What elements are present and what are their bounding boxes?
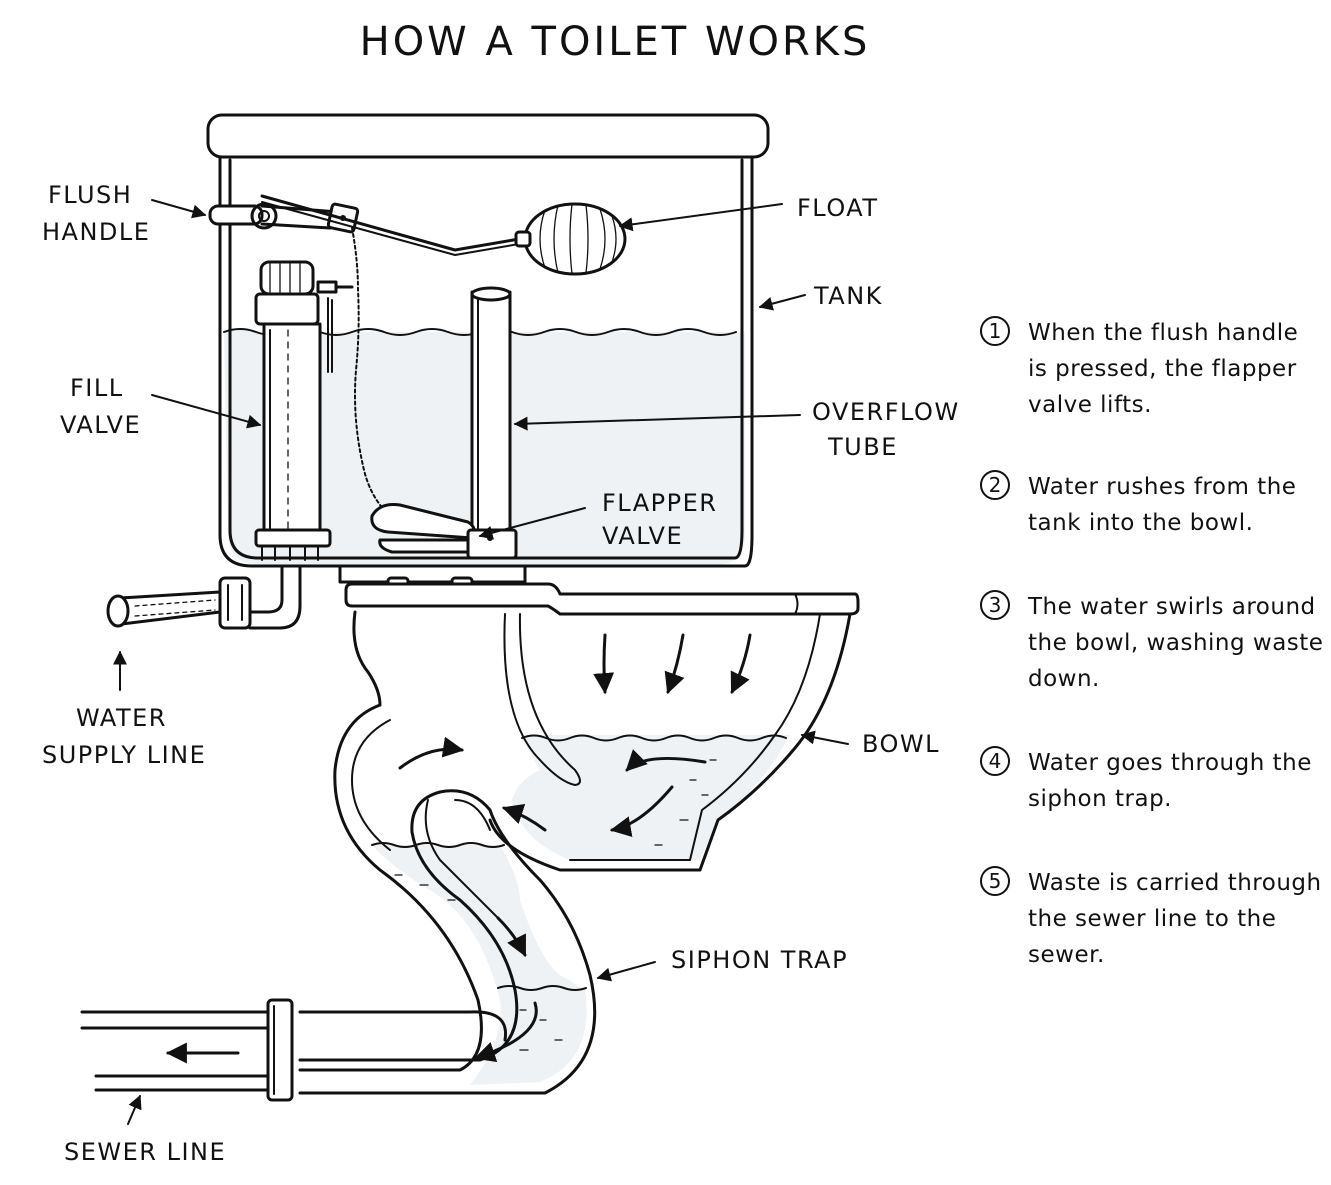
water-supply-line (106, 564, 302, 630)
label-tank: TANK (813, 282, 883, 310)
lift-chain (351, 227, 387, 513)
label-fill-valve-2: VALVE (60, 411, 141, 439)
label-water-supply-1: WATER (76, 704, 167, 732)
step-number-circle (980, 866, 1010, 896)
label-fill-valve-1: FILL (70, 374, 124, 402)
float-arm (260, 194, 527, 252)
label-float: FLOAT (797, 194, 879, 222)
step-number-circle (980, 746, 1010, 776)
step-number-circle (980, 470, 1010, 500)
label-flapper-valve-2: VALVE (602, 522, 683, 550)
fill-valve (254, 260, 354, 561)
step-number-circle (980, 316, 1010, 346)
overflow-tube (470, 286, 512, 542)
step-text-line: down. (1028, 666, 1100, 692)
step-text-line: the bowl, washing waste (1028, 630, 1323, 656)
label-overflow-tube-2: TUBE (827, 433, 898, 461)
steps-list: 1 When the flush handle is pressed, the fl… (980, 316, 1323, 968)
step-item: 2 Water rushes from the tank into the bowl… (980, 470, 1296, 536)
step-text-line: tank into the bowl. (1028, 510, 1253, 536)
step-text-line: is pressed, the flapper (1028, 356, 1297, 382)
step-item: 3 The water swirls around the bowl, washin… (980, 590, 1323, 692)
float-assembly (260, 194, 627, 276)
flow-arrows (165, 633, 752, 1064)
label-bowl: BOWL (862, 730, 940, 758)
step-text-line: valve lifts. (1028, 392, 1152, 418)
trip-lever (260, 204, 340, 214)
step-text-line: Water rushes from the (1028, 474, 1296, 500)
step-text-line: siphon trap. (1028, 786, 1172, 812)
tank-lid (206, 113, 770, 159)
step-number: 4 (989, 749, 1002, 773)
step-number: 5 (989, 869, 1002, 893)
page-title: HOW A TOILET WORKS (360, 19, 871, 65)
step-text-line: Water goes through the (1028, 750, 1312, 776)
step-text-line: the sewer line to the (1028, 906, 1276, 932)
step-number-circle (980, 590, 1010, 620)
label-sewer-line: SEWER LINE (64, 1138, 226, 1166)
label-overflow-tube-1: OVERFLOW (812, 398, 960, 426)
step-item: 5 Waste is carried through the sewer line … (980, 866, 1322, 968)
siphon-trap (298, 703, 597, 1095)
label-siphon-trap: SIPHON TRAP (671, 946, 848, 974)
step-item: 4 Water goes through the siphon trap. (980, 746, 1312, 812)
sewer-line (80, 998, 508, 1102)
label-flapper-valve-1: FLAPPER (602, 489, 717, 517)
step-text-line: The water swirls around (1027, 594, 1316, 620)
bowl (344, 582, 860, 1085)
label-water-supply-2: SUPPLY LINE (42, 741, 206, 769)
step-item: 1 When the flush handle is pressed, the fl… (980, 316, 1298, 418)
label-flush-handle-2: HANDLE (42, 218, 150, 246)
tank-base (338, 564, 527, 584)
step-number: 2 (989, 473, 1002, 497)
tank-body (218, 156, 754, 568)
step-text-line: When the flush handle (1028, 320, 1298, 346)
label-flush-handle-1: FLUSH (48, 181, 132, 209)
label-arrows (113, 199, 849, 1125)
part-labels: FLUSH HANDLE FLOAT TANK FILL VALVE OVERF… (42, 181, 960, 1166)
step-number: 1 (989, 319, 1002, 343)
step-number: 3 (989, 593, 1002, 617)
step-text-line: Waste is carried through (1028, 870, 1322, 896)
step-text-line: sewer. (1028, 942, 1105, 968)
